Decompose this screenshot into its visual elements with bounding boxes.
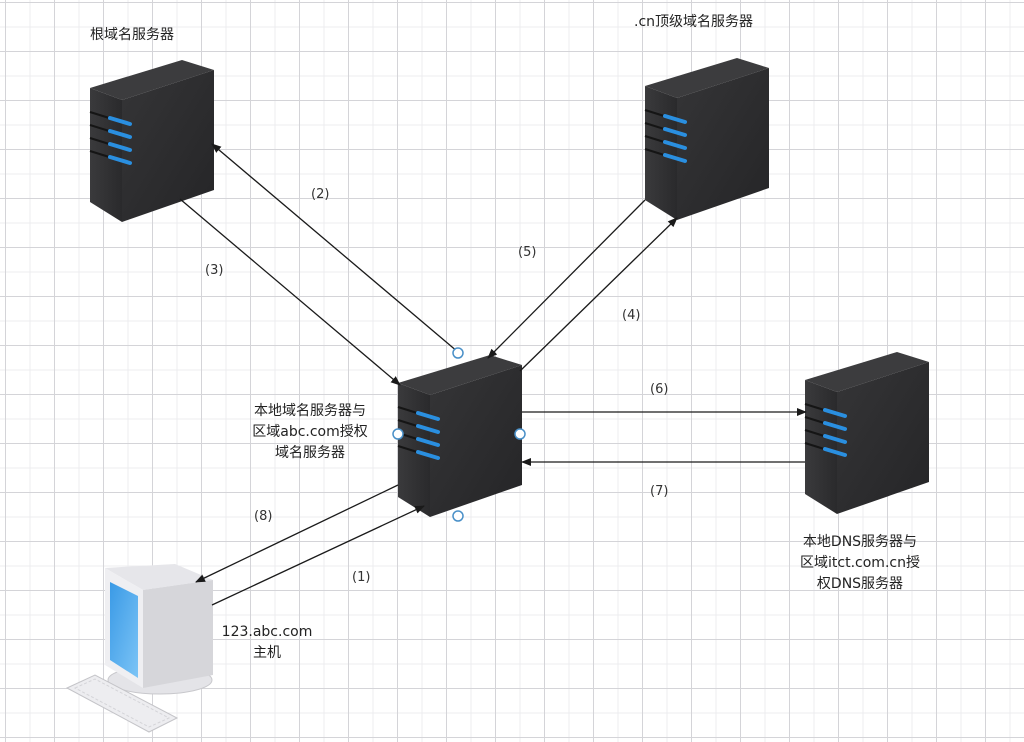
desktop-computer-icon[interactable] <box>65 564 213 733</box>
root-server-icon[interactable] <box>88 58 216 224</box>
connection-handle-bottom[interactable] <box>452 510 464 522</box>
root-server-label: 根域名服务器 <box>90 27 174 43</box>
host-label-line-1: 123.abc.com <box>221 624 313 640</box>
step-label-1: (1) <box>352 570 371 585</box>
edge-step-5[interactable] <box>487 199 646 359</box>
local-server-label-line-2: 区域abc.com授权 <box>252 424 368 440</box>
host-label-line-2: 主机 <box>253 645 281 661</box>
step-label-2: (2) <box>311 187 330 202</box>
step-label-8: (8) <box>254 509 273 524</box>
step-label-7: (7) <box>650 484 669 499</box>
itct-server-label-line-3: 权DNS服务器 <box>816 576 904 592</box>
host-label: 123.abc.com 主机 <box>212 622 322 664</box>
step-label-3: (3) <box>205 263 224 278</box>
step-label-6: (6) <box>650 382 669 397</box>
connection-handle-left[interactable] <box>392 428 404 440</box>
cn-tld-server-icon[interactable] <box>643 56 771 222</box>
edge-step-4[interactable] <box>519 217 678 372</box>
local-server-label-line-3: 域名服务器 <box>275 445 345 461</box>
itct-server-label-line-1: 本地DNS服务器与 <box>802 534 918 550</box>
local-server-label-line-1: 本地域名服务器与 <box>254 403 366 419</box>
itct-server-icon[interactable] <box>803 350 931 516</box>
local-server-label: 本地域名服务器与 区域abc.com授权 域名服务器 <box>230 401 390 464</box>
itct-server-label-line-2: 区域itct.com.cn授 <box>800 555 920 571</box>
step-label-5: (5) <box>518 245 537 260</box>
step-label-4: (4) <box>622 308 641 323</box>
connection-handle-right[interactable] <box>514 428 526 440</box>
edge-step-2[interactable] <box>211 143 459 353</box>
local-server-icon[interactable] <box>396 353 524 519</box>
cn-tld-server-label: .cn顶级域名服务器 <box>634 14 754 30</box>
itct-server-label: 本地DNS服务器与 区域itct.com.cn授 权DNS服务器 <box>770 532 950 595</box>
connection-handle-top[interactable] <box>452 347 464 359</box>
edge-step-3[interactable] <box>179 198 401 386</box>
edge-step-1[interactable] <box>211 505 425 606</box>
keyboard-icon <box>65 674 179 733</box>
edge-step-8[interactable] <box>195 484 399 583</box>
